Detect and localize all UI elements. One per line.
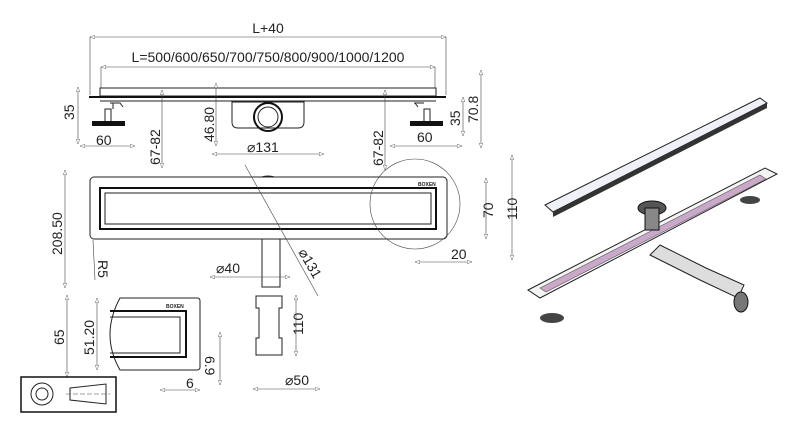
iso-foot bbox=[540, 313, 564, 323]
plan-brand: BOXEN bbox=[418, 182, 436, 188]
overall-length-label: L+40 bbox=[252, 20, 284, 36]
detail-offset-horizontal: 6 bbox=[186, 375, 194, 391]
outlet-pipe bbox=[261, 238, 281, 288]
drain-diameter-side: ⌀131 bbox=[247, 139, 279, 155]
foot-width-left: 60 bbox=[96, 132, 112, 148]
foot-height-left: 35 bbox=[61, 104, 77, 120]
drain-outlet bbox=[253, 102, 283, 132]
pipe-diameter: ⌀50 bbox=[285, 372, 309, 388]
end-detail-view: BOXEN 65 51.20 6.9 6 bbox=[51, 295, 220, 391]
iso-outlet-pipe bbox=[649, 244, 745, 299]
drain-height: 46.80 bbox=[201, 107, 217, 142]
grate-insert bbox=[104, 192, 432, 225]
grate-width: 70 bbox=[480, 202, 496, 218]
grate-frame bbox=[99, 187, 437, 230]
detail-inner-height: 51.20 bbox=[81, 320, 97, 355]
plan-view: BOXEN ⌀131 208.50 R5 ⌀40 70 110 20 bbox=[49, 155, 520, 297]
isometric-view bbox=[527, 97, 779, 323]
overall-width: 208.50 bbox=[49, 212, 65, 255]
right-foot bbox=[410, 121, 443, 126]
diameter-leader bbox=[244, 164, 319, 297]
outlet-pipe-detail bbox=[255, 295, 283, 356]
detail-channel-end bbox=[109, 297, 201, 371]
grate-profile bbox=[99, 87, 437, 97]
total-height: 70.8 bbox=[465, 96, 481, 123]
projection-symbol bbox=[20, 376, 117, 413]
detail-circle bbox=[369, 158, 461, 250]
detail-height: 65 bbox=[51, 329, 67, 345]
detail-brand: BOXEN bbox=[166, 304, 184, 310]
edge-offset: 20 bbox=[451, 246, 467, 262]
pipe-length: 110 bbox=[290, 312, 306, 335]
left-foot bbox=[92, 121, 125, 126]
height-range-right: 67-82 bbox=[370, 130, 386, 166]
corner-radius: R5 bbox=[95, 260, 111, 278]
outlet-diameter: ⌀40 bbox=[216, 260, 240, 276]
pipe-view: 110 ⌀50 bbox=[253, 295, 320, 389]
foot-height-right: 35 bbox=[447, 110, 463, 126]
foot-width-right: 60 bbox=[417, 129, 433, 145]
length-options-label: L=500/600/650/700/750/800/900/1000/1200 bbox=[132, 49, 405, 65]
detail-offset-vertical: 6.9 bbox=[202, 356, 218, 376]
height-range-left: 67-82 bbox=[147, 129, 163, 165]
channel-width: 110 bbox=[504, 197, 520, 220]
side-elevation-view: L+40 L=500/600/650/700/750/800/900/1000/… bbox=[61, 20, 481, 170]
drain-body bbox=[231, 101, 305, 129]
